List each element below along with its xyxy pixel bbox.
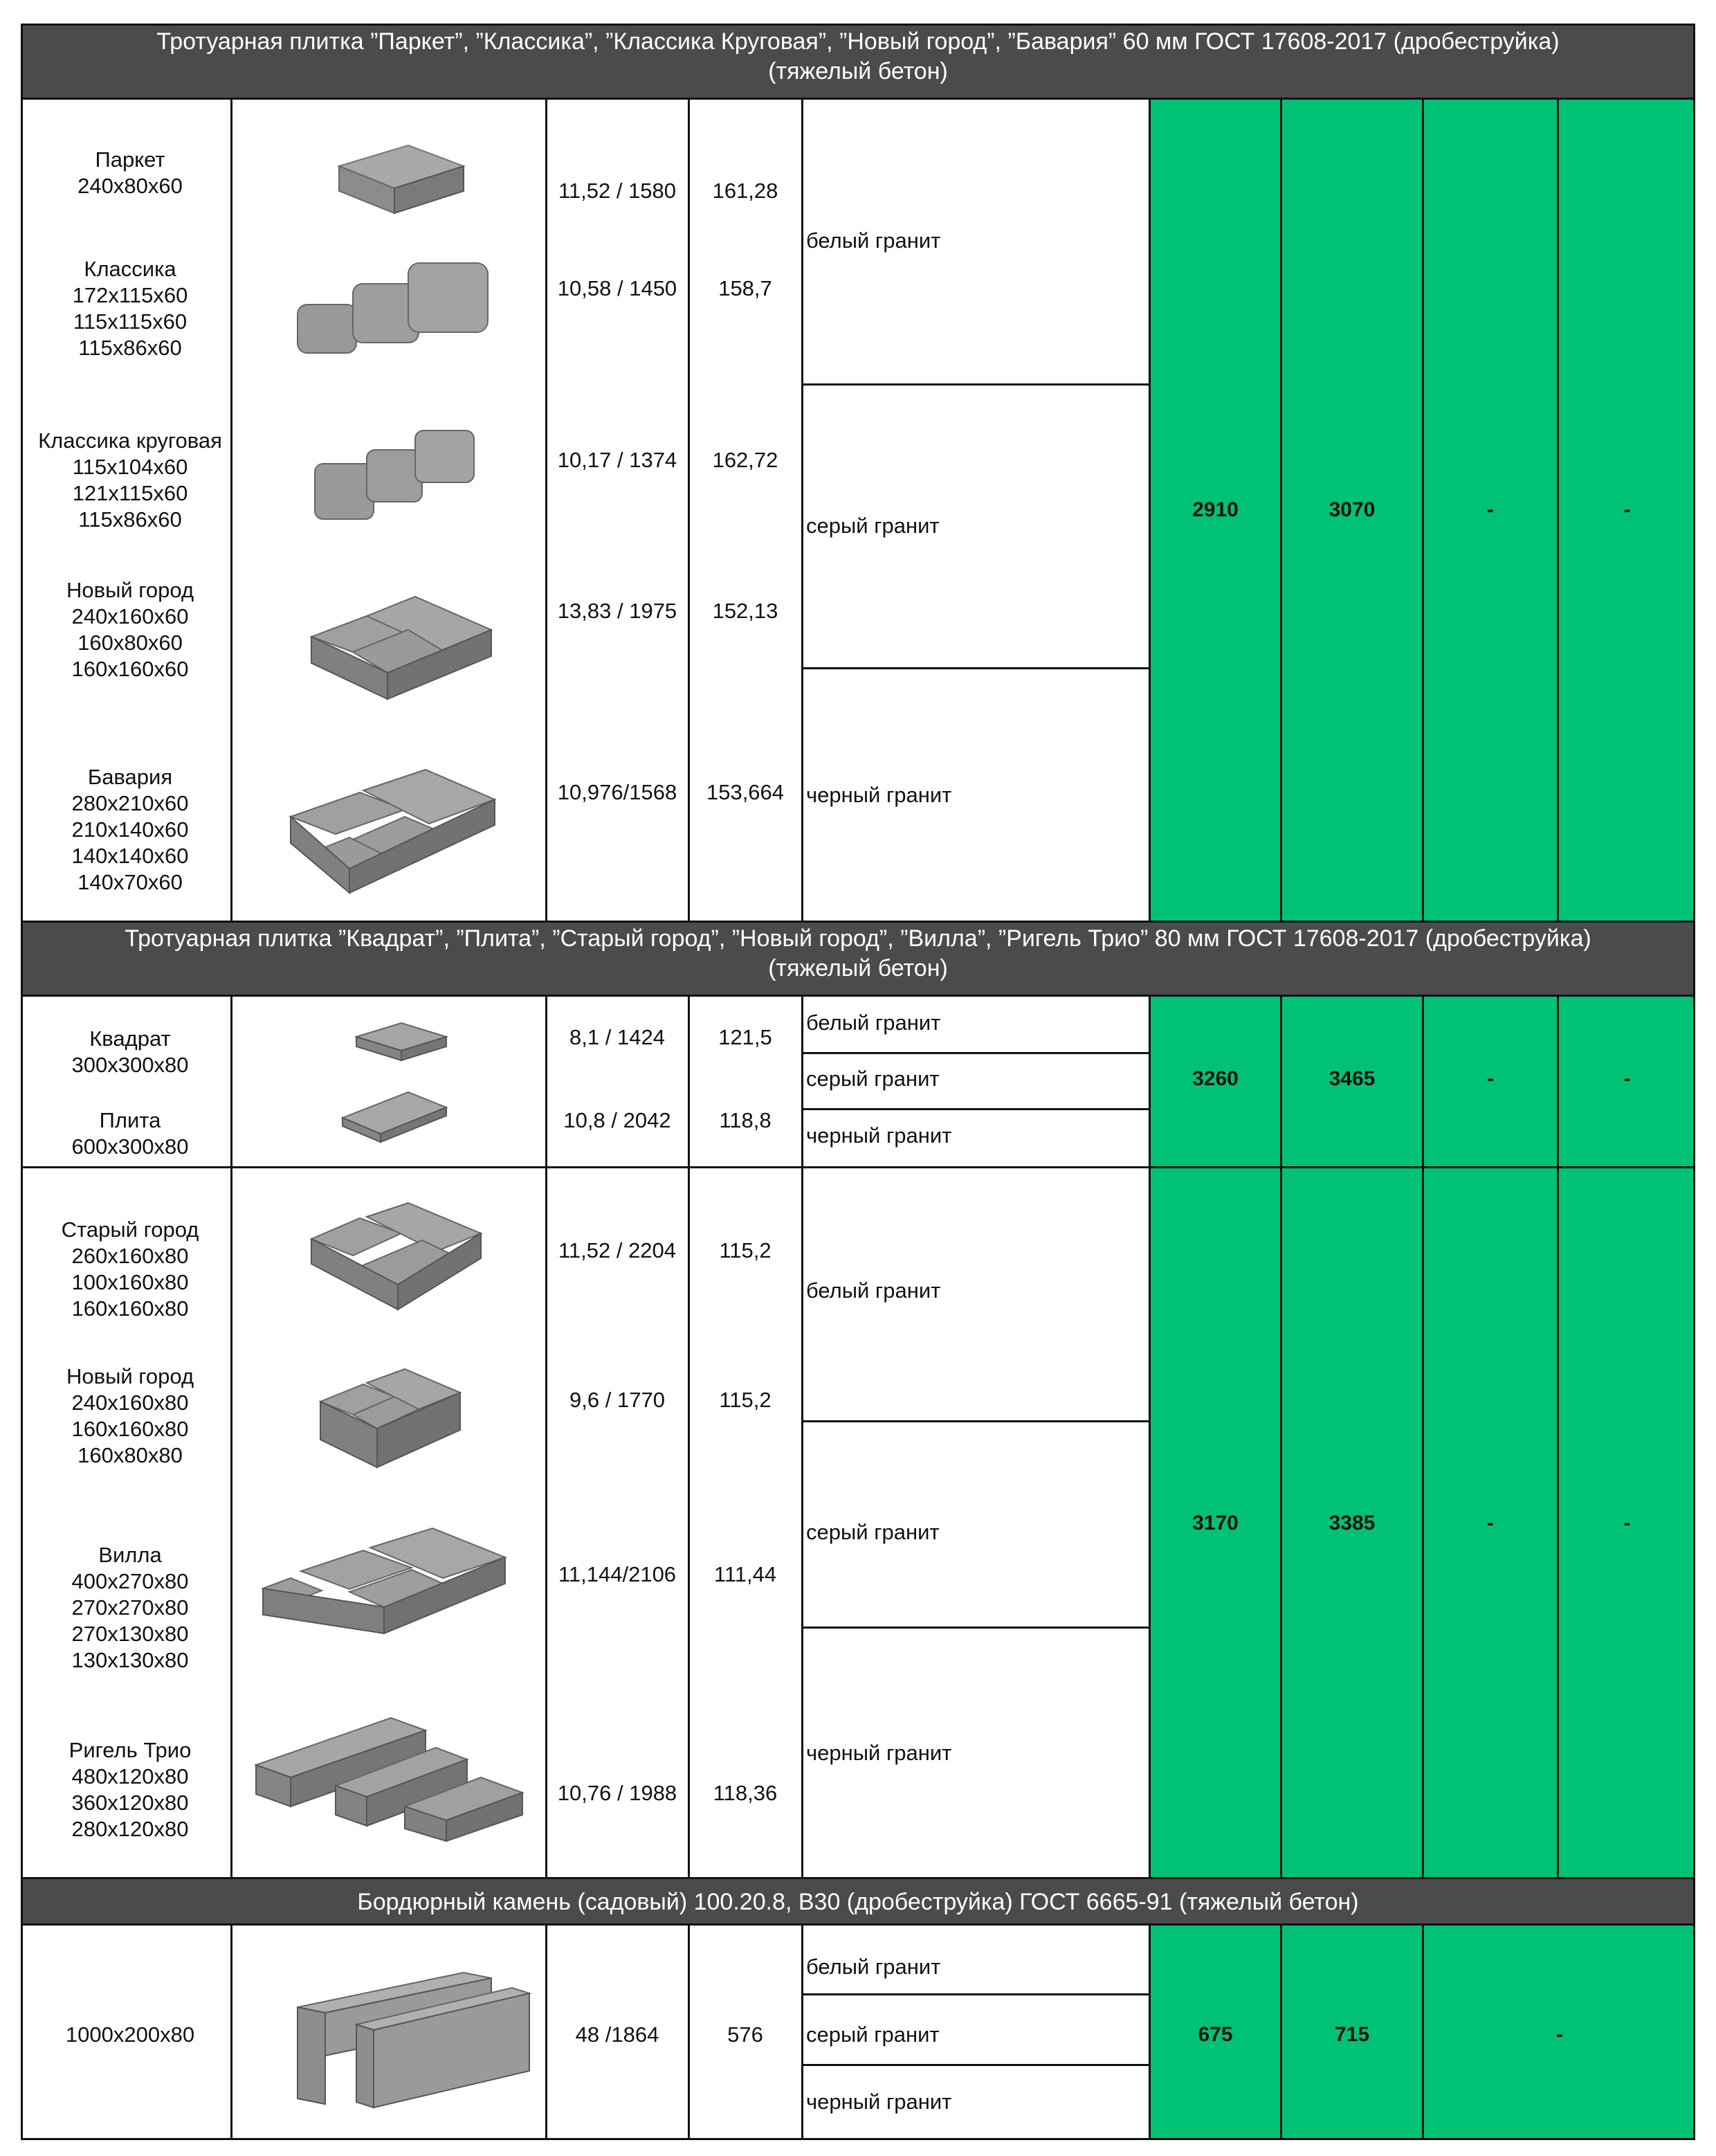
paver-parket-image — [336, 144, 466, 215]
color-grey-granite-2a: серый гранит — [806, 1067, 940, 1091]
product-weight-parket: 11,52 / 1580 — [558, 179, 677, 203]
product-weight-novy-gorod-80: 9,6 / 1770 — [569, 1388, 665, 1412]
product-weight-novy-gorod: 13,83 / 1975 — [557, 599, 677, 623]
color-black-granite-2a: черный гранит — [806, 1123, 952, 1148]
product-area-plita: 118,8 — [719, 1108, 772, 1132]
section-1-title: Тротуарная плитка ”Паркет”, ”Классика”, … — [156, 28, 1560, 55]
paver-novy-gorod-image — [309, 595, 493, 700]
product-name-plita: Плита 600x300x80 — [71, 1108, 189, 1159]
product-area-klassika-krugovaya: 162,72 — [712, 448, 778, 472]
color-grey-granite-3: серый гранит — [806, 2022, 940, 2047]
product-weight-klassika: 10,58 / 1450 — [557, 276, 677, 300]
product-weight-kvadrat: 8,1 / 1424 — [569, 1025, 665, 1049]
product-area-novy-gorod-80: 115,2 — [719, 1388, 772, 1412]
price-2-2a: 3465 — [1329, 1067, 1376, 1090]
price-3-2b: - — [1487, 1512, 1494, 1534]
paver-bavaria-image — [289, 768, 497, 895]
paver-stary-gorod-image — [309, 1202, 483, 1311]
price-3-3: - — [1556, 2023, 1563, 2046]
color-white-granite-3: белый гранит — [806, 1955, 941, 1979]
section-1-header: Тротуарная плитка ”Паркет”, ”Классика”, … — [21, 24, 1695, 100]
product-weight-bavaria: 10,976/1568 — [557, 780, 677, 804]
product-area-novy-gorod: 152,13 — [712, 599, 778, 623]
section-1-subtitle: (тяжелый бетон) — [768, 58, 948, 84]
product-area-klassika: 158,7 — [718, 276, 772, 300]
color-black-granite: черный гранит — [806, 783, 952, 807]
paver-kvadrat-image — [354, 1022, 449, 1062]
product-weight-curb: 48 /1864 — [575, 2022, 659, 2047]
color-white-granite-2a: белый гранит — [806, 1011, 941, 1035]
price-1-2a: 3260 — [1192, 1067, 1239, 1090]
product-name-parket: Паркет 240x80x60 — [77, 147, 183, 198]
color-white-granite-2b: белый гранит — [806, 1278, 941, 1303]
price-3-2a: - — [1487, 1067, 1494, 1090]
color-grey-granite: серый гранит — [806, 514, 940, 538]
product-area-stary-gorod: 115,2 — [719, 1238, 772, 1262]
product-weight-plita: 10,8 / 2042 — [563, 1108, 671, 1132]
product-weight-villa: 11,144/2106 — [558, 1562, 677, 1586]
paver-klassika-image — [297, 262, 489, 354]
product-name-bavaria: Бавария 280x210x60 210x140x60 140x140x60… — [71, 765, 189, 894]
price-2-3: 715 — [1334, 2023, 1370, 2046]
product-area-parket: 161,28 — [712, 179, 778, 203]
product-name-klassika: Классика 172x115x60 115x115x60 115x86x60 — [72, 257, 188, 360]
price-4-2b: - — [1623, 1512, 1631, 1534]
price-4-2a: - — [1623, 1067, 1631, 1090]
price-1: 2910 — [1192, 498, 1239, 521]
product-area-curb: 576 — [727, 2022, 763, 2047]
product-name-curb: 1000x200x80 — [65, 2022, 195, 2047]
section-3-header: Бордюрный камень (садовый) 100.20.8, В30… — [21, 1877, 1695, 1926]
color-black-granite-3: черный гранит — [806, 2090, 952, 2114]
color-black-granite-2b: черный гранит — [806, 1741, 952, 1765]
color-grey-granite-2b: серый гранит — [806, 1520, 940, 1544]
product-name-villa: Вилла 400x270x80 270x270x80 270x130x80 1… — [71, 1543, 189, 1672]
product-name-klassika-krugovaya: Классика круговая 115x104x60 121x115x60 … — [38, 428, 222, 532]
product-area-rigel-trio: 118,36 — [713, 1781, 778, 1805]
product-name-kvadrat: Квадрат 300x300x80 — [71, 1026, 189, 1077]
section-2-subtitle: (тяжелый бетон) — [768, 955, 948, 981]
paver-klassika-krugovaya-image — [314, 430, 475, 520]
product-weight-klassika-krugovaya: 10,17 / 1374 — [557, 448, 677, 472]
section-2-header: Тротуарная плитка ”Квадрат”, ”Плита”, ”С… — [21, 921, 1695, 997]
price-2: 3070 — [1329, 498, 1376, 521]
paver-rigel-trio-image — [254, 1716, 524, 1842]
price-3: - — [1487, 498, 1494, 521]
price-1-3: 675 — [1198, 2023, 1233, 2046]
price-2-2b: 3385 — [1329, 1512, 1376, 1534]
product-area-kvadrat: 121,5 — [718, 1025, 772, 1049]
price-4: - — [1623, 498, 1631, 521]
paver-plita-image — [340, 1091, 448, 1143]
product-weight-rigel-trio: 10,76 / 1988 — [557, 1781, 677, 1805]
section-3-title: Бордюрный камень (садовый) 100.20.8, В30… — [357, 1889, 1359, 1915]
product-weight-stary-gorod: 11,52 / 2204 — [558, 1238, 677, 1262]
product-name-rigel-trio: Ригель Трио 480x120x80 360x120x80 280x12… — [69, 1738, 192, 1841]
product-name-novy-gorod-80: Новый город 240x160x80 160x160x80 160x80… — [66, 1364, 194, 1467]
paver-villa-image — [261, 1527, 507, 1635]
product-area-bavaria: 153,664 — [706, 780, 785, 804]
product-name-novy-gorod: Новый город 240x160x60 160x80x60 160x160… — [66, 578, 194, 681]
price-1-2b: 3170 — [1192, 1512, 1239, 1534]
product-area-villa: 111,44 — [713, 1562, 777, 1586]
section-2-title: Тротуарная плитка ”Квадрат”, ”Плита”, ”С… — [125, 925, 1591, 952]
color-white-granite: белый гранит — [806, 228, 941, 253]
product-name-stary-gorod: Старый город 260x160x80 100x160x80 160x1… — [61, 1217, 199, 1321]
curb-stone-image — [297, 1971, 532, 2109]
paver-novy-gorod-80-image — [318, 1368, 462, 1469]
